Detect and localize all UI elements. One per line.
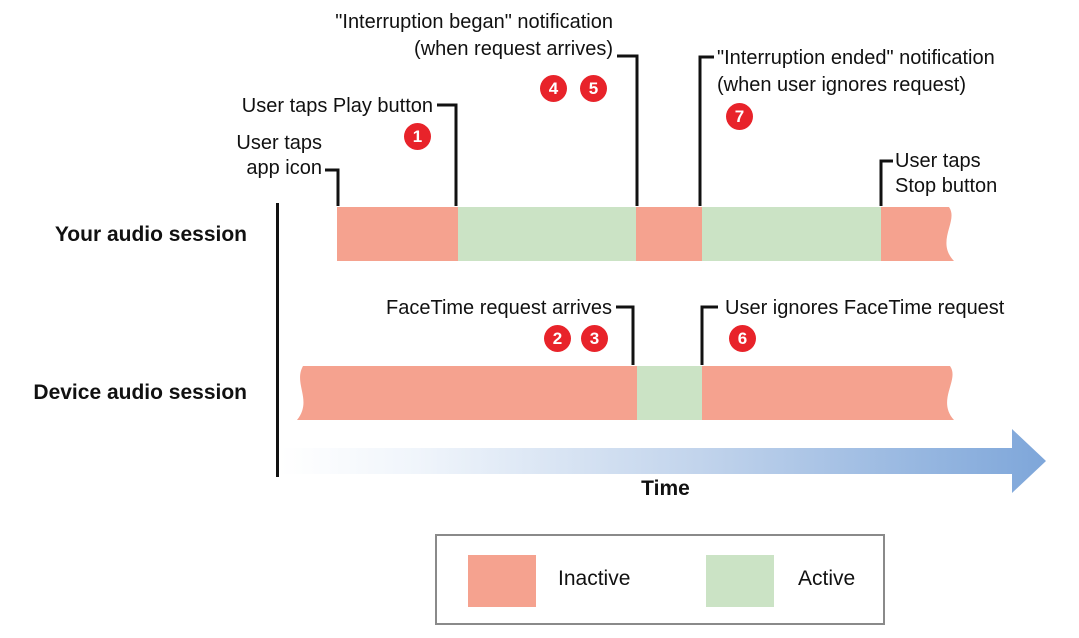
device-segment-active-1: [637, 366, 702, 420]
connector-interruption-began: [617, 54, 639, 206]
row-label-your-audio-session: Your audio session: [54, 223, 247, 246]
connector-facetime-ignored: [700, 305, 718, 365]
step-badge-7: 7: [726, 103, 753, 130]
legend-box: Inactive Active: [435, 534, 885, 625]
connector-app-icon: [325, 168, 340, 206]
label-user-taps-stop: User taps Stop button: [895, 150, 998, 197]
label-facetime-request-arrives: FaceTime request arrives: [386, 297, 612, 319]
step-badge-3: 3: [581, 325, 608, 352]
step-badge-6: 6: [729, 325, 756, 352]
time-axis-label: Time: [641, 477, 690, 500]
label-interruption-ended: "Interruption ended" notification (when …: [717, 47, 995, 96]
label-user-taps-play: User taps Play button: [241, 95, 433, 117]
your-session-bar: [337, 207, 954, 261]
your-segment-inactive-3-torn-edge: [881, 207, 954, 261]
step-badge-4: 4: [540, 75, 567, 102]
connector-interruption-ended: [698, 55, 714, 206]
legend-swatch-active: [706, 555, 774, 607]
time-arrow: [280, 429, 1046, 493]
step-badge-5: 5: [580, 75, 607, 102]
legend-label-inactive: Inactive: [558, 567, 631, 590]
row-label-device-audio-session: Device audio session: [33, 381, 247, 404]
your-segment-inactive-1: [337, 207, 458, 261]
step-badge-2: 2: [544, 325, 571, 352]
device-segment-inactive-2-torn-edge: [702, 366, 954, 420]
label-user-ignores-facetime: User ignores FaceTime request: [725, 297, 1005, 319]
label-user-taps-app-icon: User taps app icon: [236, 132, 322, 179]
device-segment-inactive-1-torn-edge: [297, 366, 637, 420]
label-interruption-began: "Interruption began" notification (when …: [335, 11, 613, 60]
device-session-bar: [297, 366, 954, 420]
connector-play-button: [437, 103, 458, 206]
your-segment-inactive-2: [636, 207, 702, 261]
legend-swatch-inactive: [468, 555, 536, 607]
callout-connectors: [325, 54, 893, 365]
step-badge-1: 1: [404, 123, 431, 150]
your-segment-active-1: [458, 207, 636, 261]
legend-label-active: Active: [798, 567, 856, 590]
connector-facetime-arrives: [616, 305, 635, 365]
your-segment-active-2: [702, 207, 881, 261]
connector-stop-button: [879, 159, 893, 206]
